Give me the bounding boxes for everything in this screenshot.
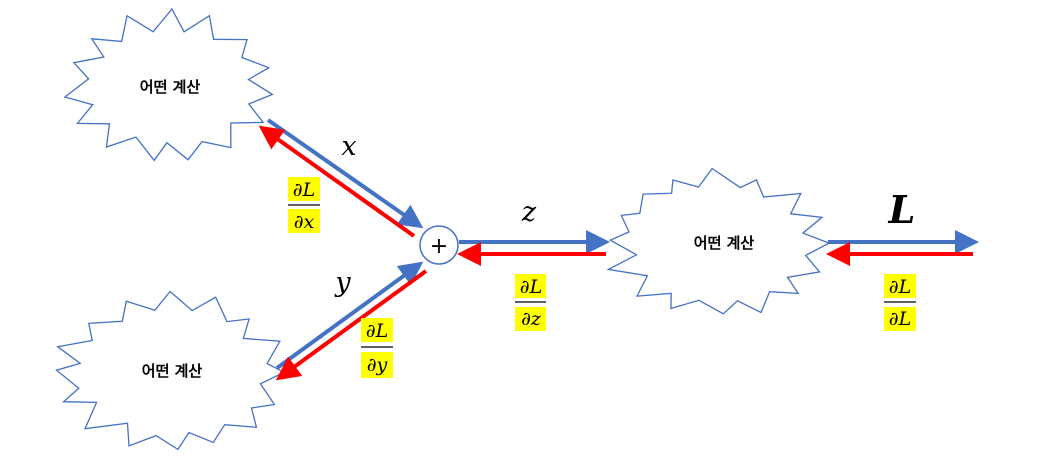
burst-label-right: 어떤 계산 [694,234,755,252]
variable-y-label: y [334,267,351,298]
add-node [419,225,459,265]
burst-label-top-left: 어떤 계산 [140,78,201,96]
gradient-dL-dx: ∂L ∂x [288,177,320,233]
computation-burst-right [606,167,831,315]
gradient-dz-denominator: ∂z [521,308,542,330]
gradient-dx-numerator: ∂L [293,179,315,201]
backward-arrow-y [275,269,428,381]
backward-arrow-x [258,125,416,238]
gradient-dL-dy: ∂L ∂y [361,318,393,378]
burst-label-bottom-left: 어떤 계산 [142,362,203,380]
gradient-dL-numerator: ∂L [889,276,911,298]
gradient-dy-denominator: ∂y [367,354,388,376]
computation-burst-top-left [63,7,274,162]
gradient-dL-denominator: ∂L [889,308,911,330]
gradient-dL-dz: ∂L ∂z [515,274,546,331]
add-node-symbol: + [430,234,448,259]
gradient-dL-dL: ∂L ∂L [884,274,916,331]
forward-arrow-x [266,118,424,229]
computation-burst-bottom-left [55,290,286,451]
gradient-dx-denominator: ∂x [294,211,315,233]
forward-arrow-y [275,261,424,370]
gradient-dz-numerator: ∂L [520,276,542,298]
gradient-dy-numerator: ∂L [366,320,388,342]
variable-L-label: L [888,187,916,232]
variable-x-label: x [341,131,356,162]
variable-z-label: z [521,197,537,228]
